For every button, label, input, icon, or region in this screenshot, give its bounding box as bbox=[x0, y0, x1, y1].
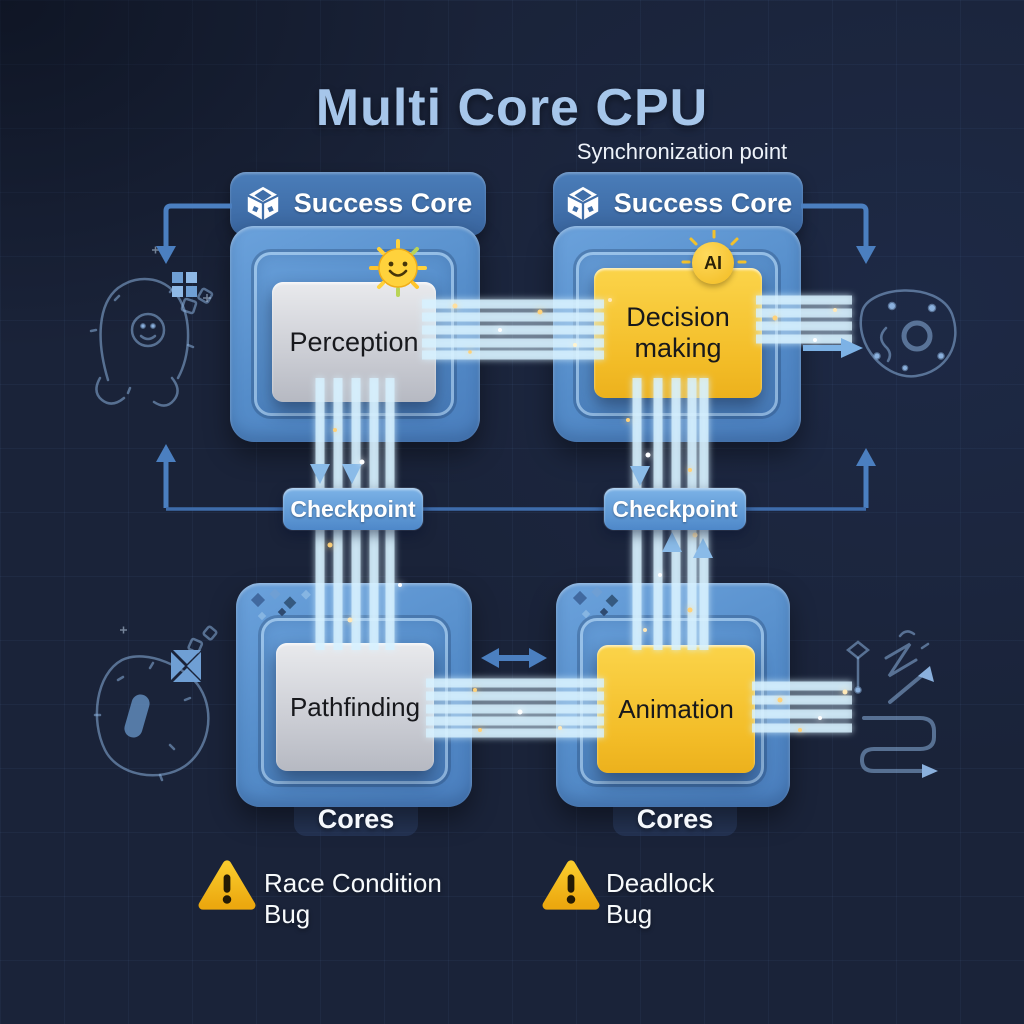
checkpoint-right: Checkpoint bbox=[604, 488, 746, 530]
task-box-decision-making: Decision making bbox=[594, 268, 762, 398]
doodle-cell-top-right bbox=[859, 289, 957, 378]
task-label: Animation bbox=[618, 693, 734, 724]
task-label: Perception bbox=[289, 326, 419, 357]
pixel-squares-decoration bbox=[172, 272, 197, 297]
pinwheel-decoration bbox=[171, 650, 201, 682]
synchronization-point-label: Synchronization point bbox=[576, 139, 788, 164]
warning-label-deadlock: Deadlock Bug bbox=[606, 868, 715, 929]
cube-icon bbox=[244, 184, 282, 222]
double-arrow bbox=[481, 648, 547, 668]
output-arrow bbox=[803, 338, 863, 358]
cores-label-bottom-left: Cores bbox=[317, 804, 395, 834]
core-header-label: Success Core bbox=[293, 188, 473, 218]
core-header-top-right: Success Core bbox=[553, 172, 803, 236]
diagram-title: Multi Core CPU bbox=[315, 79, 709, 137]
core-header-label: Success Core bbox=[613, 188, 793, 218]
task-label: Decision making bbox=[626, 302, 730, 363]
sun-smiley-icon bbox=[368, 238, 428, 298]
warning-triangle-icon bbox=[196, 858, 258, 914]
checkpoint-label: Checkpoint bbox=[290, 495, 416, 522]
checkpoint-label: Checkpoint bbox=[612, 495, 738, 522]
task-label: Pathfinding bbox=[289, 691, 421, 722]
doodle-robot-top-left bbox=[89, 277, 214, 407]
doodle-path-bottom-right bbox=[845, 630, 938, 778]
cores-label-bottom-right: Cores bbox=[636, 804, 714, 834]
ai-badge: AI bbox=[692, 242, 734, 284]
warning-triangle-icon bbox=[540, 858, 602, 914]
doodle-blob-bottom-left bbox=[93, 625, 218, 782]
task-box-pathfinding: Pathfinding bbox=[276, 643, 434, 771]
task-box-perception: Perception bbox=[272, 282, 436, 402]
ai-badge-label: AI bbox=[704, 252, 722, 273]
cube-icon bbox=[564, 184, 602, 222]
checkpoint-left: Checkpoint bbox=[283, 488, 423, 530]
warning-label-race-condition: Race Condition Bug bbox=[264, 868, 442, 929]
task-box-animation: Animation bbox=[597, 645, 755, 773]
core-header-top-left: Success Core bbox=[230, 172, 486, 236]
